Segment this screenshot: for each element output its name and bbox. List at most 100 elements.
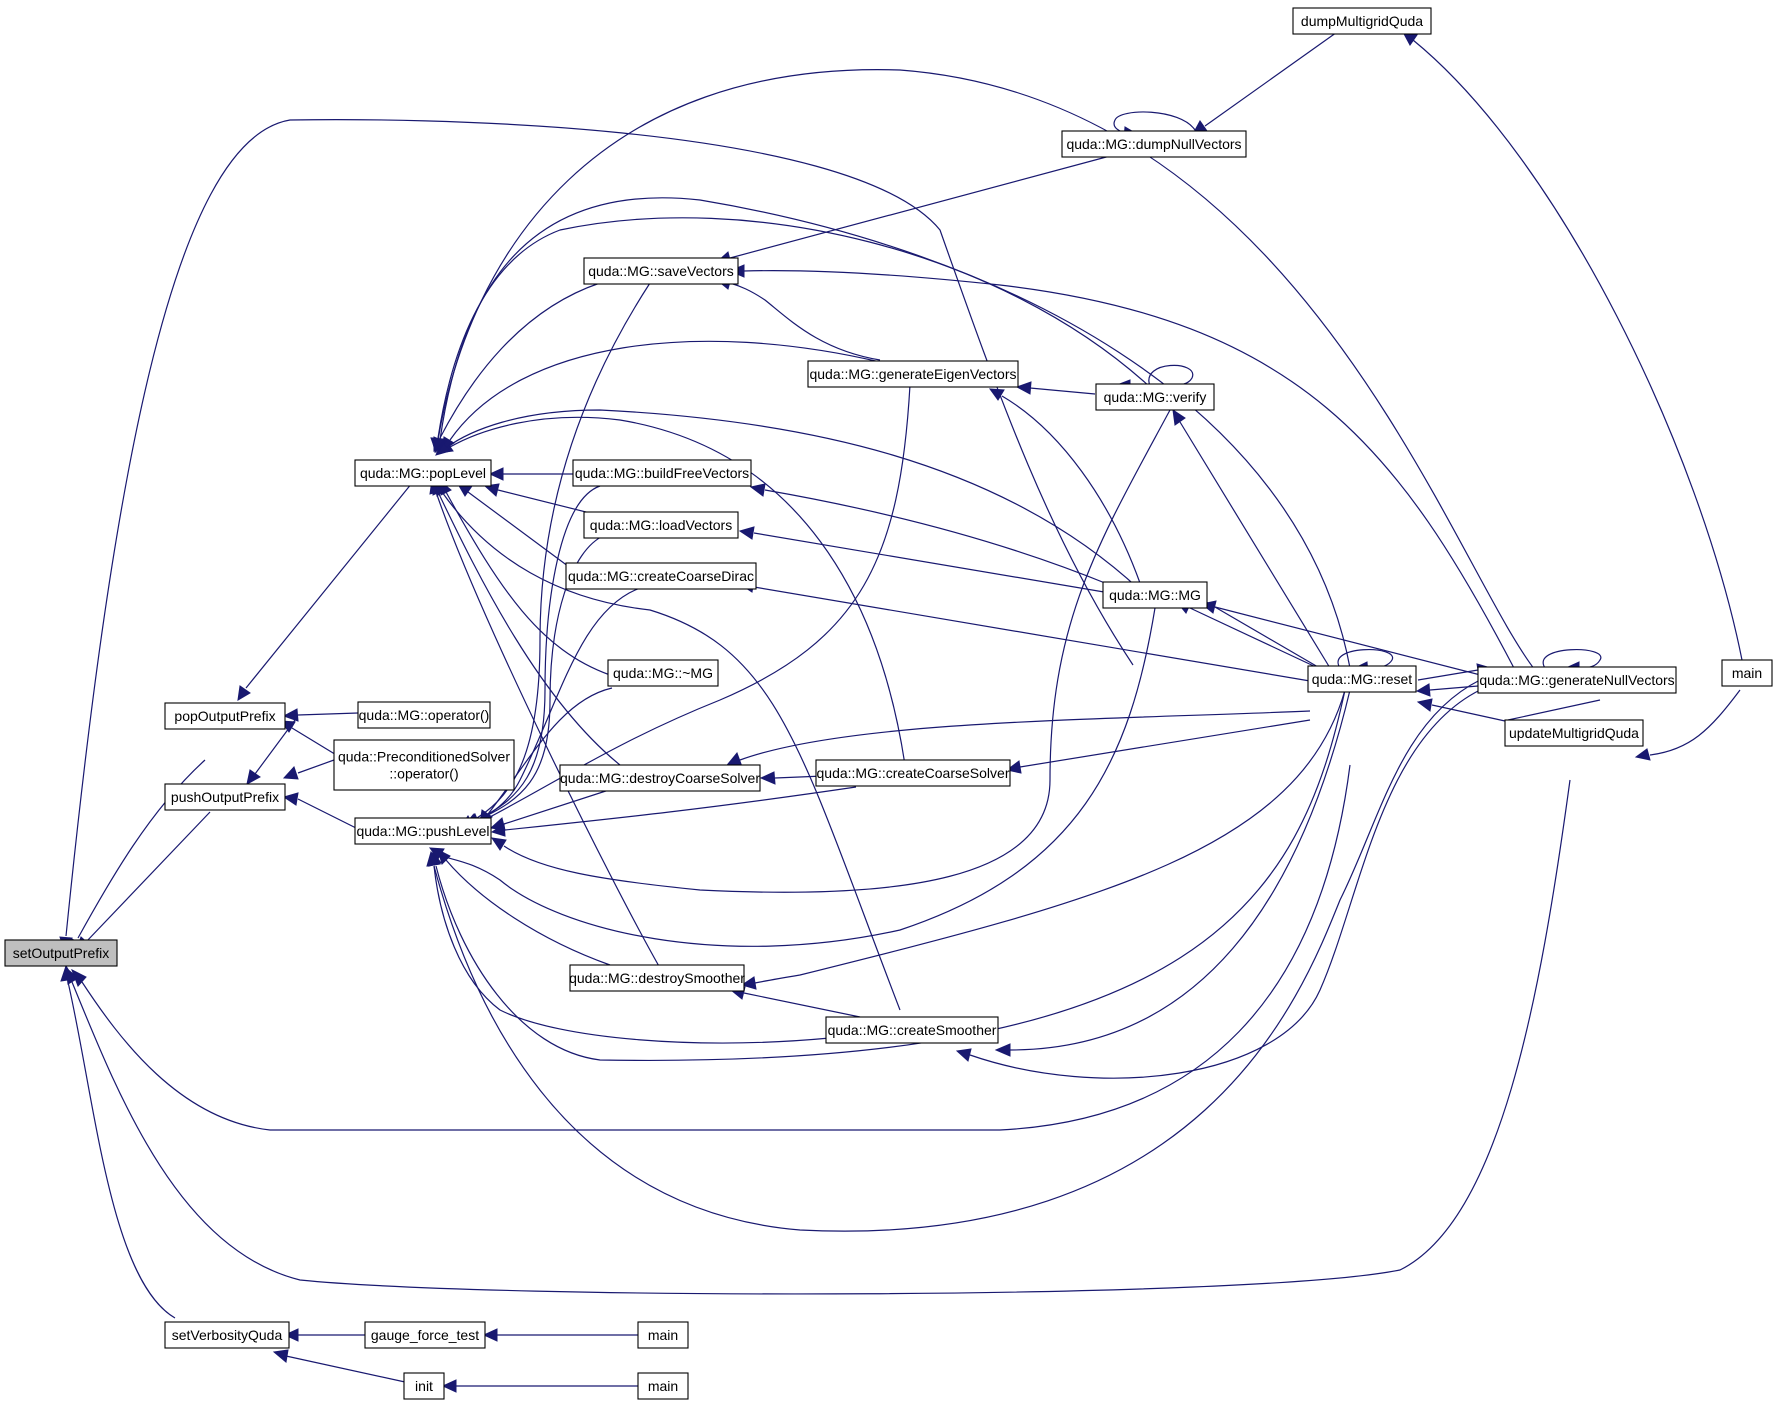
node-label: main	[648, 1378, 678, 1394]
node-gauge-force-test[interactable]: gauge_force_test	[364, 1321, 486, 1349]
node-box	[1292, 7, 1432, 35]
node-destroy-coarse-solver[interactable]: quda::MG::destroyCoarseSolver	[559, 764, 761, 792]
edge-generateNull-to-popLevel-high	[431, 69, 1536, 671]
edge-dumpNullVectors-to-saveVectors	[715, 155, 1111, 265]
edge-updateMultigrid-to-reset	[1416, 698, 1506, 722]
edge-dumpMultigrid-to-dumpNullVectors	[1192, 29, 1341, 135]
node-box	[572, 459, 752, 487]
node-set-output-prefix[interactable]: setOutputPrefix	[4, 939, 118, 967]
edge-reset-to-pushLevel	[428, 689, 1346, 1062]
node-label: main	[1732, 665, 1762, 681]
node-box	[354, 817, 492, 845]
node-update-multigrid-quda[interactable]: updateMultigridQuda	[1504, 719, 1644, 747]
node-label: quda::MG::createSmoother	[828, 1022, 997, 1038]
node-init[interactable]: init	[403, 1372, 445, 1400]
node-box	[559, 764, 761, 792]
node-label: ::operator()	[389, 766, 458, 782]
node-label: quda::MG::reset	[1312, 671, 1412, 687]
node-generate-eigen-vectors[interactable]: quda::MG::generateEigenVectors	[807, 360, 1019, 388]
node-box	[1061, 130, 1247, 158]
node-box	[1307, 665, 1417, 693]
node-main2[interactable]: main	[637, 1372, 689, 1400]
node-mg-operator[interactable]: quda::MG::operator()	[357, 701, 491, 729]
node-pop-level[interactable]: quda::MG::popLevel	[354, 459, 492, 487]
edge-createCoarseSolver-to-destroyCoarseSolver	[759, 771, 825, 785]
edge-generateNull-to-reset	[1415, 683, 1479, 697]
node-label: gauge_force_test	[371, 1327, 479, 1343]
edge-reset-to-setOutputPrefix	[71, 764, 1351, 1131]
node-box	[583, 511, 739, 539]
edge-pushOutputPrefix-to-setOutputPrefix	[75, 811, 211, 952]
edge-createCoarseSolver-to-pushLevel	[490, 786, 857, 837]
node-label: quda::MG::destroyCoarseSolver	[560, 770, 760, 786]
node-label: quda::MG::loadVectors	[590, 517, 732, 533]
edge-updateMultigrid-to-generateNull	[1507, 699, 1601, 721]
edge-reset-to-popLevel-high	[433, 197, 1351, 669]
edge-createSmoother-to-destroySmoother	[729, 986, 861, 1018]
node-label: quda::MG::MG	[1109, 587, 1201, 603]
edge-updateMultigrid-to-setOutputPrefix	[65, 779, 1571, 1295]
node-reset[interactable]: quda::MG::reset	[1307, 665, 1417, 693]
edge-dumpMultigrid-to-main3	[1402, 31, 1743, 661]
node-dtor[interactable]: quda::MG::~MG	[607, 659, 719, 687]
node-create-coarse-dirac[interactable]: quda::MG::createCoarseDirac	[565, 562, 757, 590]
node-label: quda::MG::pushLevel	[356, 823, 489, 839]
edge-buildFreeVectors-to-popLevel	[488, 467, 573, 481]
node-box	[807, 360, 1019, 388]
node-save-vectors[interactable]: quda::MG::saveVectors	[583, 257, 739, 285]
node-box	[4, 939, 118, 967]
nodes: setOutputPrefix popOutputPrefix pushOutput…	[4, 7, 1773, 1400]
node-mgctor[interactable]: quda::MG::MG	[1102, 581, 1208, 609]
edge-destroyCoarseSolver-to-pushLevel	[489, 788, 613, 831]
edge-generateEigenVectors-to-popLevel	[441, 340, 881, 453]
node-box	[403, 1372, 445, 1400]
node-precond-operator[interactable]: quda::PreconditionedSolver::operator()	[333, 739, 515, 791]
edge-mgOperator-to-popOutputPrefix	[282, 708, 359, 722]
node-box	[164, 1321, 290, 1349]
edge-verify-to-pushLevel	[490, 409, 1171, 893]
node-label: setVerbosityQuda	[172, 1327, 283, 1343]
node-build-free-vectors[interactable]: quda::MG::buildFreeVectors	[572, 459, 752, 487]
node-box	[1504, 719, 1644, 747]
edge-generateNull-to-createSmoother	[955, 689, 1481, 1079]
node-box	[565, 562, 757, 590]
node-create-coarse-solver[interactable]: quda::MG::createCoarseSolver	[815, 759, 1011, 787]
node-push-output-prefix[interactable]: pushOutputPrefix	[164, 783, 286, 811]
node-push-level[interactable]: quda::MG::pushLevel	[354, 817, 492, 845]
node-dump-multigrid-quda[interactable]: dumpMultigridQuda	[1292, 7, 1432, 35]
node-box	[637, 1372, 689, 1400]
edge-MGctor-to-popLevel	[435, 409, 1141, 591]
edges	[59, 29, 1743, 1393]
node-load-vectors[interactable]: quda::MG::loadVectors	[583, 511, 739, 539]
node-dump-null-vectors[interactable]: quda::MG::dumpNullVectors	[1061, 130, 1247, 158]
node-label: popOutputPrefix	[174, 708, 275, 724]
node-label: quda::MG::destroySmoother	[569, 970, 745, 986]
edge-reset-to-destroyCoarseSolver	[726, 710, 1311, 765]
node-main3[interactable]: main	[1721, 659, 1773, 687]
node-box	[1477, 666, 1677, 694]
node-box	[825, 1016, 999, 1044]
node-box	[1102, 581, 1208, 609]
edge-init-to-setVerbosityQuda	[272, 1349, 406, 1383]
node-main1[interactable]: main	[637, 1321, 689, 1349]
node-box	[364, 1321, 486, 1349]
node-create-smoother[interactable]: quda::MG::createSmoother	[825, 1016, 999, 1044]
node-label: quda::MG::~MG	[613, 665, 713, 681]
node-generate-null-vectors[interactable]: quda::MG::generateNullVectors	[1477, 666, 1677, 694]
node-pop-output-prefix[interactable]: popOutputPrefix	[164, 702, 286, 730]
edge-pushLevel-to-pushOutputPrefix	[282, 792, 359, 830]
node-label: updateMultigridQuda	[1509, 725, 1639, 741]
node-destroy-smoother[interactable]: quda::MG::destroySmoother	[569, 964, 745, 992]
node-set-verbosity-quda[interactable]: setVerbosityQuda	[164, 1321, 290, 1349]
node-box	[354, 459, 492, 487]
edge-MGctor-to-generateEigenVectors	[988, 388, 1141, 584]
node-box	[164, 702, 286, 730]
node-label: quda::MG::dumpNullVectors	[1066, 136, 1241, 152]
edge-verify-to-generateEigenVectors	[1015, 381, 1096, 395]
node-box	[637, 1321, 689, 1349]
edge-reset-to-createSmoother	[994, 689, 1351, 1057]
node-verify[interactable]: quda::MG::verify	[1095, 383, 1215, 411]
edge-destroySmoother-to-pushLevel	[437, 849, 611, 966]
node-box	[583, 257, 739, 285]
edge-precondOperator-to-popOutputPrefix	[279, 720, 339, 757]
